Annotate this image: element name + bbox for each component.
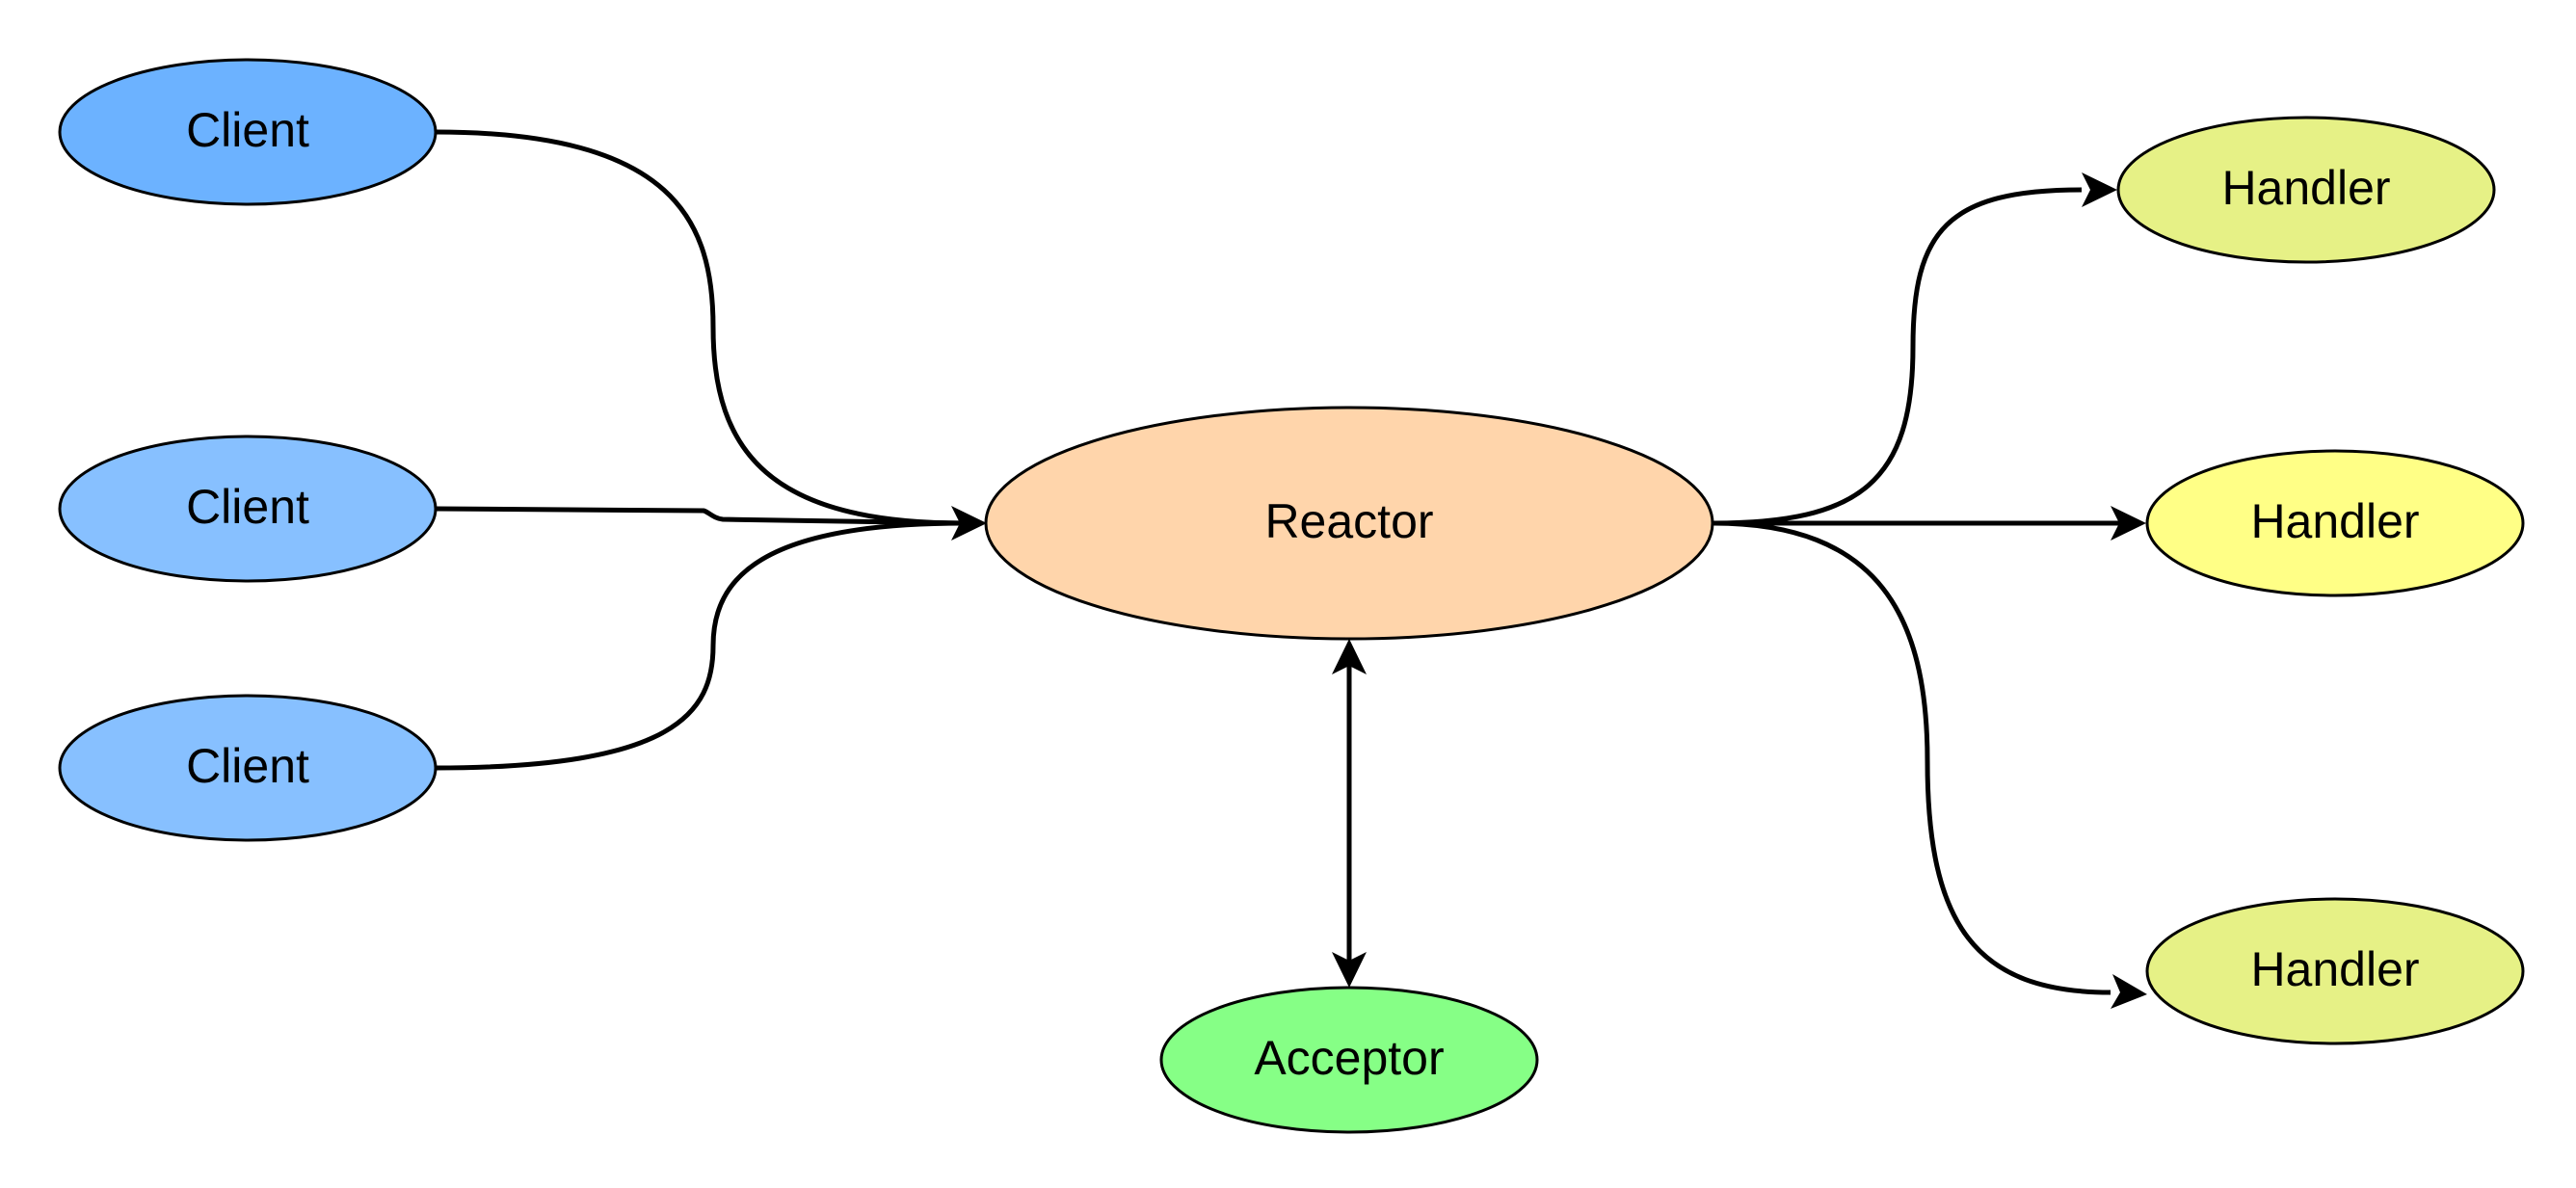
node-handler-1[interactable]: Handler	[2116, 116, 2496, 264]
client-3-label: Client	[186, 739, 309, 793]
client-2-ellipse	[58, 435, 438, 583]
handler-2-label: Handler	[2250, 494, 2419, 548]
edge-client-1-to-reactor	[435, 129, 965, 526]
edge-reactor-to-handler-1	[1713, 187, 2083, 526]
handler-3-label: Handler	[2250, 942, 2419, 996]
acceptor-ellipse	[1159, 986, 1539, 1134]
arrowhead-reactor-left	[951, 506, 987, 541]
node-client-2[interactable]: Client	[58, 435, 438, 583]
arrowhead-acceptor-bottom	[1332, 952, 1367, 988]
client-1-label: Client	[186, 103, 309, 157]
node-handler-2[interactable]: Handler	[2145, 449, 2525, 597]
handler-2-ellipse	[2145, 449, 2525, 597]
reactor-label: Reactor	[1264, 494, 1433, 548]
handler-1-ellipse	[2116, 116, 2496, 264]
arrowhead-handler-3	[2111, 974, 2147, 1009]
client-1-ellipse	[58, 58, 438, 206]
handler-1-label: Handler	[2221, 161, 2390, 215]
client-3-ellipse	[58, 694, 438, 842]
reactor-ellipse	[984, 406, 1714, 641]
arrowhead-handler-2	[2111, 506, 2146, 541]
client-2-label: Client	[186, 480, 309, 534]
arrowhead-acceptor-top	[1332, 639, 1367, 674]
edge-reactor-to-handler-3	[1713, 520, 2111, 995]
arrowheads	[951, 172, 2147, 1009]
acceptor-label: Acceptor	[1254, 1031, 1444, 1085]
handler-3-ellipse	[2145, 897, 2525, 1045]
node-reactor[interactable]: Reactor	[984, 406, 1714, 641]
node-client-3[interactable]: Client	[58, 694, 438, 842]
node-acceptor[interactable]: Acceptor	[1159, 986, 1539, 1134]
edges	[435, 129, 2120, 995]
arrowhead-handler-1	[2082, 172, 2117, 207]
edge-client-3-to-reactor	[435, 520, 965, 771]
node-handler-3[interactable]: Handler	[2145, 897, 2525, 1045]
edge-client-2-to-reactor	[435, 506, 965, 526]
node-client-1[interactable]: Client	[58, 58, 438, 206]
